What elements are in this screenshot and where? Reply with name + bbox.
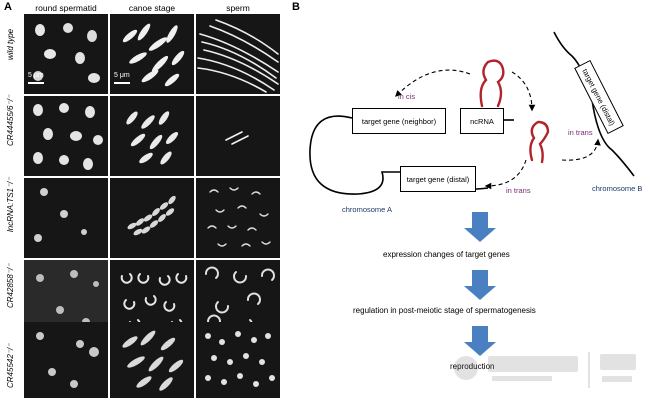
scale-bar-label: 5 μm — [114, 72, 130, 79]
label-in-cis: in cis — [398, 92, 416, 101]
micrograph-lncrna-sperm — [196, 178, 280, 258]
arrow-to-trans-rna — [511, 71, 536, 112]
micrograph-lncrna-round — [24, 178, 108, 258]
ncrna-hairpin-trans — [529, 120, 550, 164]
panel-a-letter: A — [4, 1, 12, 13]
flow-arrow-3 — [464, 326, 496, 356]
row-label-lncrna-ts1: lncRNA:TS1⁻/⁻ — [6, 177, 15, 232]
micrograph-cr45542-canoe — [110, 322, 194, 398]
arrow-in-trans-upper — [561, 138, 601, 161]
row-label-cr44455: CR44455/6⁻/⁻ — [6, 94, 15, 146]
micrograph-wt-sperm — [196, 14, 280, 94]
arrow-in-cis — [395, 69, 471, 97]
scale-bar-label: 5 μm — [28, 72, 44, 79]
arrow-in-trans-lower — [484, 159, 527, 190]
scale-bar — [114, 82, 130, 84]
label-in-trans-upper: in trans — [568, 128, 593, 137]
micrograph-wt-canoe — [110, 14, 194, 94]
ncrna-hairpin-top — [479, 59, 505, 108]
step-reproduction: reproduction — [450, 362, 494, 371]
micrograph-cr44455-round — [24, 96, 108, 176]
column-header-round-spermatid: round spermatid — [35, 3, 97, 13]
label-chromosome-b: chromosome B — [592, 184, 643, 193]
row-label-cr45542: CR45542⁻/⁻ — [6, 343, 15, 388]
micrograph-cr45542-sperm — [196, 322, 280, 398]
step-post-meiotic-regulation: regulation in post-meiotic stage of sper… — [353, 306, 536, 315]
step-expression-changes: expression changes of target genes — [383, 250, 510, 259]
micrograph-cr45542-round — [24, 322, 108, 398]
scale-bar — [28, 82, 44, 84]
micrograph-cr44455-sperm — [196, 96, 280, 176]
column-header-sperm: sperm — [226, 3, 250, 13]
column-header-canoe-stage: canoe stage — [128, 3, 176, 13]
label-chromosome-a: chromosome A — [342, 205, 393, 214]
panel-b-letter: B — [292, 1, 300, 13]
flow-arrows — [464, 212, 496, 356]
box-target-gene-distal-a: target gene (distal) — [400, 166, 476, 192]
flow-arrow-1 — [464, 212, 496, 242]
flow-arrow-2 — [464, 270, 496, 300]
mechanism-diagram — [309, 31, 635, 356]
watermark-logo — [454, 352, 636, 388]
micrograph-cr44455-canoe — [110, 96, 194, 176]
box-target-gene-neighbor: target gene (neighbor) — [352, 108, 446, 134]
label-in-trans-lower: in trans — [506, 186, 531, 195]
row-label-wild-type: wild type — [6, 28, 15, 60]
box-ncrna: ncRNA — [460, 108, 504, 134]
micrograph-lncrna-canoe — [110, 178, 194, 258]
micrograph-wt-round — [24, 14, 108, 94]
row-label-cr42858: CR42858⁻/⁻ — [6, 263, 15, 308]
